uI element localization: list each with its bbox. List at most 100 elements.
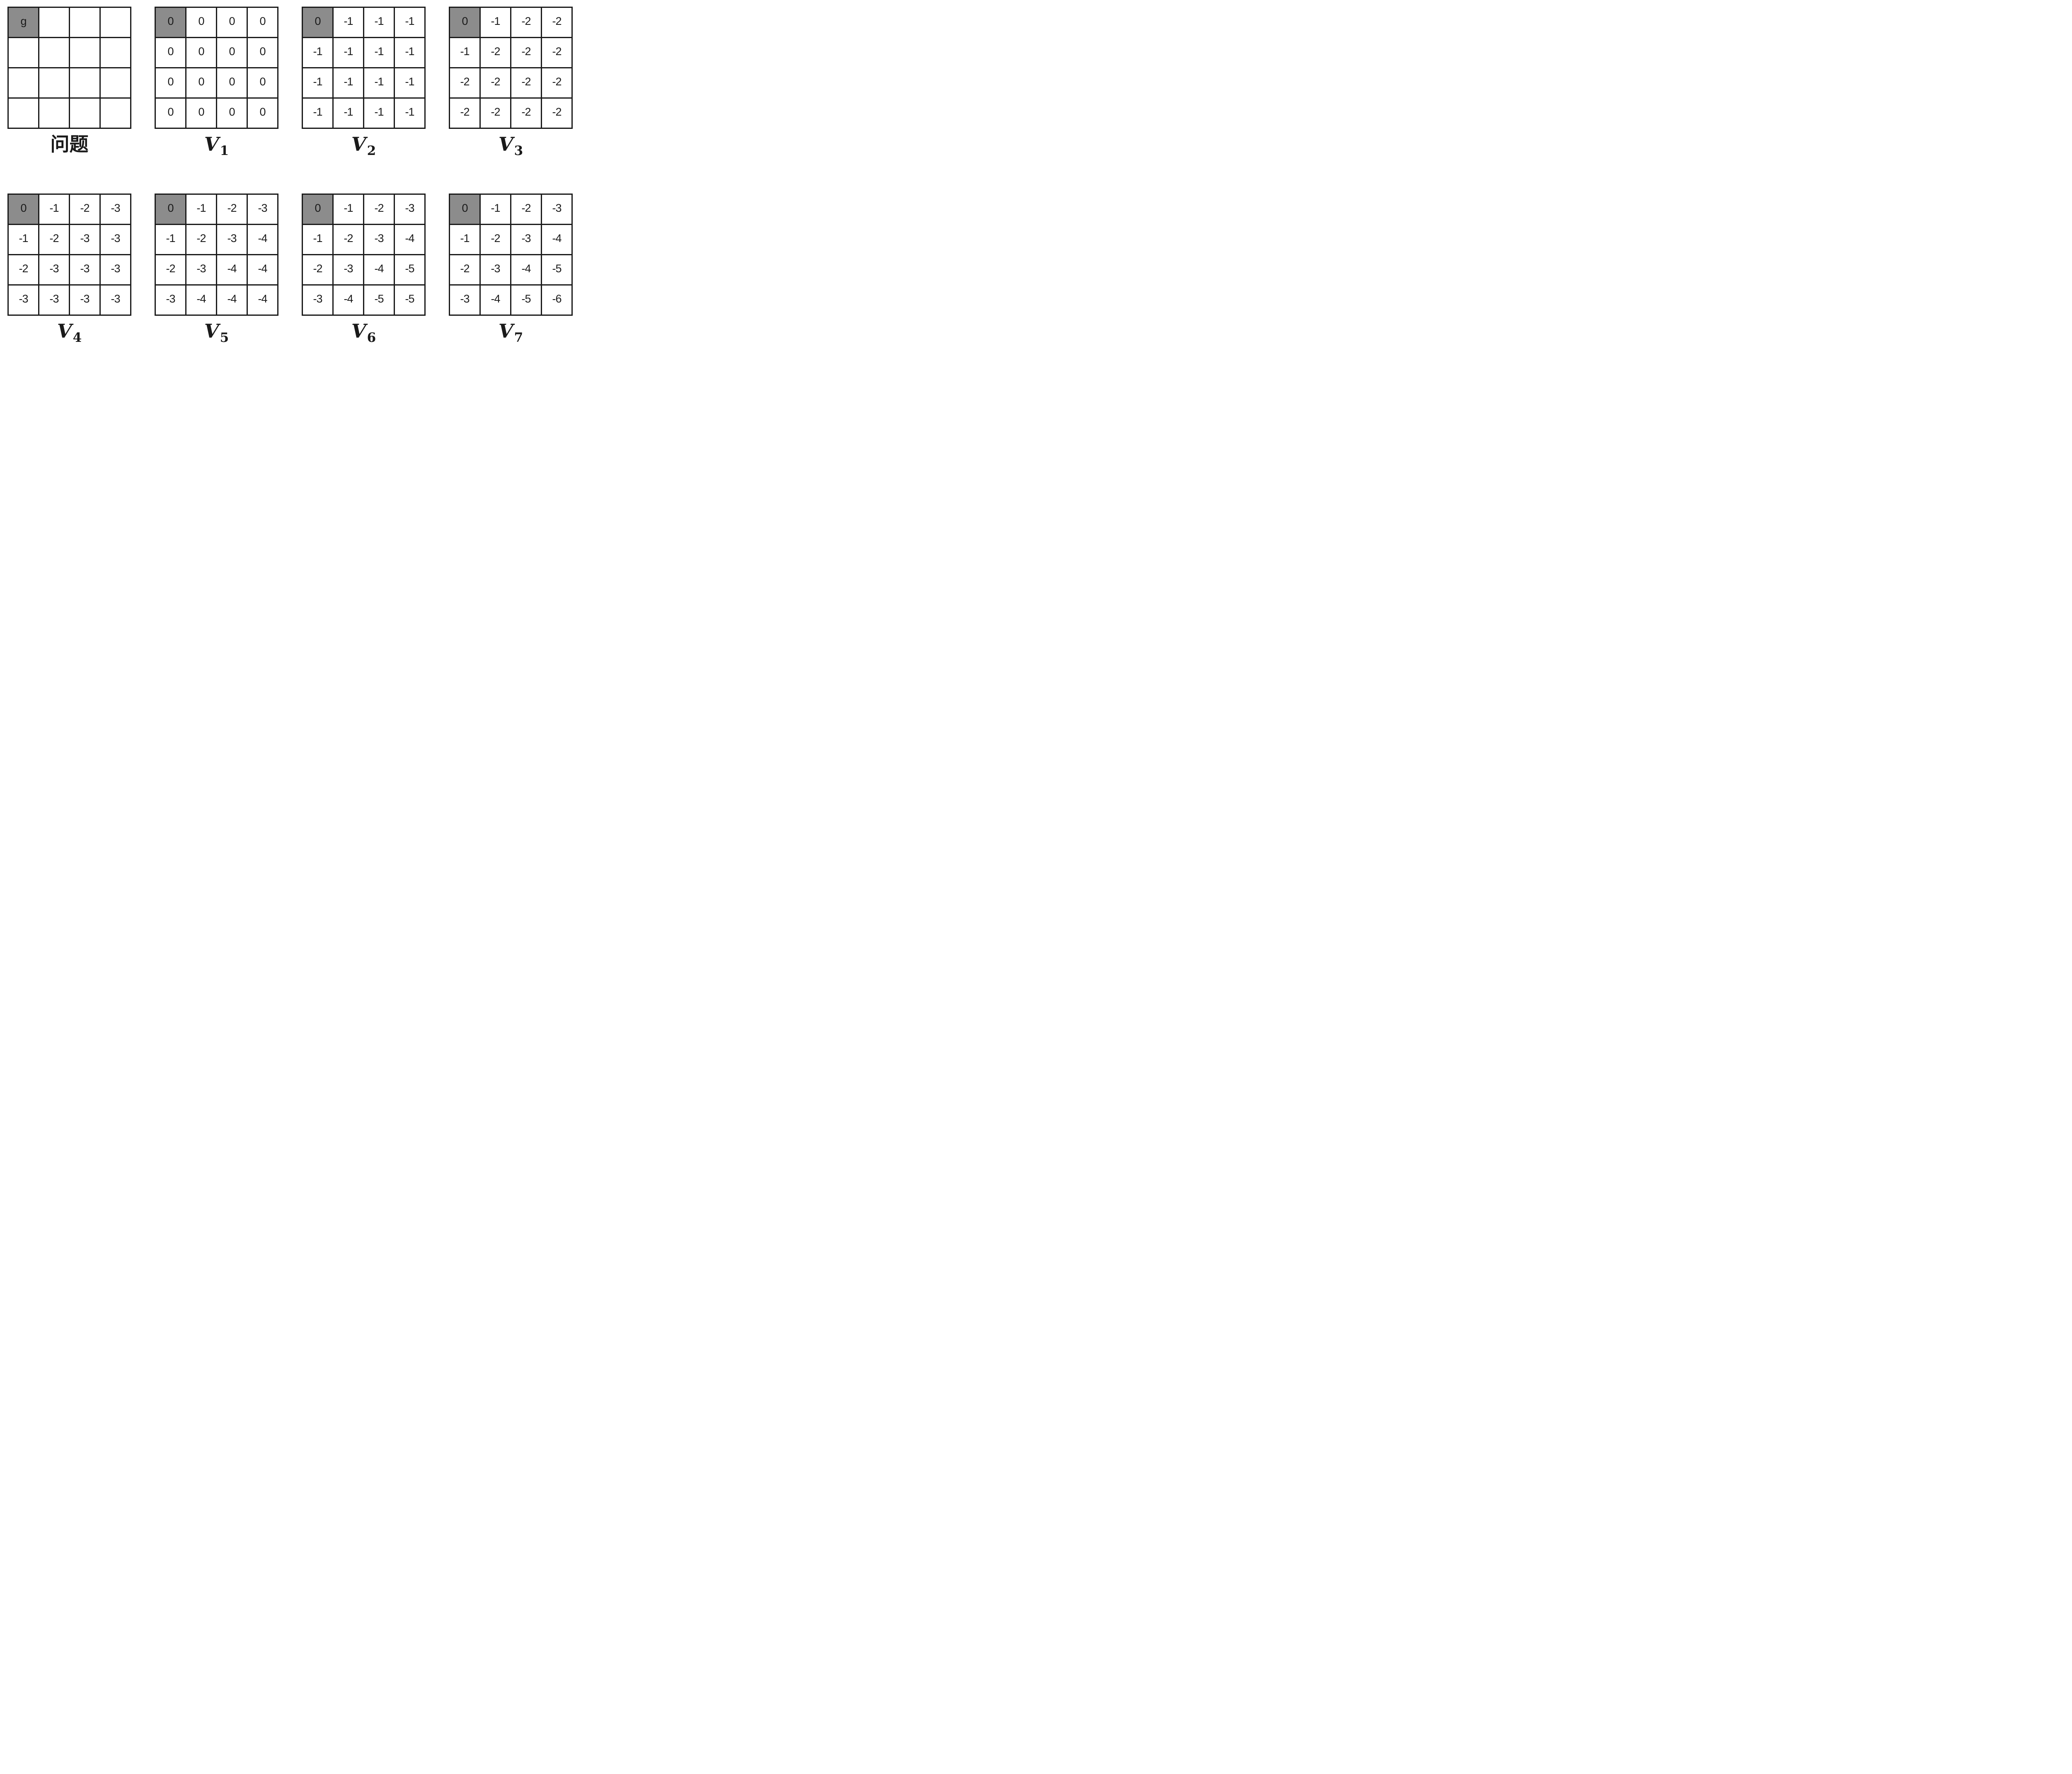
grid-cell: -5 [394,254,426,286]
grid-cell: -6 [541,284,573,316]
grid-cell: -2 [479,37,511,68]
grid-cell-goal: 0 [449,194,481,225]
grid-cell: -1 [302,37,334,68]
grid-cell: -4 [332,284,364,316]
grid-label-text: V [204,133,219,155]
problem-grid: g [7,7,131,129]
grid-cell: -1 [363,67,395,99]
grid-table-row: -2-3-4-5 [449,254,573,286]
grid-table-row: 0-1-2-3 [155,194,278,225]
grid-cell: -3 [69,224,101,255]
grid-cell [7,37,39,68]
grid-cell: -5 [394,284,426,316]
grid-label-subscript: 2 [367,143,376,158]
grid-cell: -4 [541,224,573,255]
grid-cell [69,97,101,129]
grid-cell: -3 [38,254,70,286]
grid-table-row: -3-4-5-6 [449,284,573,316]
grid-label-v6: V6 [351,320,376,345]
figure-v2: 0-1-1-1-1-1-1-1-1-1-1-1-1-1-1-1 V2 [302,7,426,158]
grid-cell: -2 [185,224,217,255]
grid-table-row: -1-2-3-3 [7,224,131,255]
grid-cell: 0 [185,67,217,99]
grid-cell: -3 [363,224,395,255]
grid-cell: -2 [38,224,70,255]
grid-cell [38,97,70,129]
grid-cell: -4 [185,284,217,316]
grid-cell: -3 [541,194,573,225]
value-grid-v3: 0-1-2-2-1-2-2-2-2-2-2-2-2-2-2-2 [449,7,573,129]
grid-cell: 0 [247,7,278,38]
grid-table-row: -1-1-1-1 [302,97,426,129]
grid-cell: -1 [7,224,39,255]
grid-cell: 0 [216,7,248,38]
grid-cell [69,37,101,68]
grid-label-subscript: 6 [367,330,376,345]
grid-table-row: -3-3-3-3 [7,284,131,316]
grid-cell [99,97,131,129]
grid-table-row: -2-2-2-2 [449,67,573,99]
grid-cell: -3 [38,284,70,316]
grid-cell: -1 [394,37,426,68]
figure-v6: 0-1-2-3-1-2-3-4-2-3-4-5-3-4-5-5 V6 [302,194,426,345]
grid-cell: 0 [216,97,248,129]
grid-label-problem: 问题 [51,135,89,154]
grid-cell: 0 [216,67,248,99]
grid-cell: -1 [479,194,511,225]
grid-label-subscript: 1 [220,143,229,158]
grid-cell: -3 [69,254,101,286]
grid-cell: -5 [541,254,573,286]
grid-table-row: -2-3-4-5 [302,254,426,286]
grid-cell: -1 [332,194,364,225]
grid-label-v2: V2 [351,133,376,158]
grid-cell: -3 [99,224,131,255]
grid-cell [38,37,70,68]
grid-table-row: -3-4-4-4 [155,284,278,316]
grid-cell: -2 [302,254,334,286]
grid-cell: -4 [247,224,278,255]
grid-cell [99,67,131,99]
grid-cell-goal: 0 [302,194,334,225]
grid-label-text: V [351,133,366,155]
grid-table-row [7,37,131,68]
grid-cell: -1 [302,224,334,255]
grid-label-subscript: 5 [220,330,229,345]
grid-cell: 0 [216,37,248,68]
grid-table-row: -1-2-3-4 [449,224,573,255]
grid-label-text: V [498,320,513,342]
grid-cell: -2 [510,37,542,68]
grid-cell: -3 [449,284,481,316]
grid-table-row: 0-1-2-3 [7,194,131,225]
grid-cell: -1 [302,67,334,99]
grid-label-text: V [351,320,366,342]
figure-v7: 0-1-2-3-1-2-3-4-2-3-4-5-3-4-5-6 V7 [449,194,573,344]
grid-cell: 0 [185,37,217,68]
grid-cell: -5 [510,284,542,316]
grid-cell: -3 [99,194,131,225]
grid-cell-goal: 0 [302,7,334,38]
grid-label-v1: V1 [204,133,229,158]
grid-table-row: 0-1-2-3 [302,194,426,225]
grid-table-row: -2-3-3-3 [7,254,131,286]
grid-cell: -4 [479,284,511,316]
grid-cell: -2 [7,254,39,286]
grid-table-row: -2-3-4-4 [155,254,278,286]
grid-cell: -2 [510,7,542,38]
grid-cell: -1 [394,97,426,129]
grid-cell: -1 [38,194,70,225]
grid-cell [99,7,131,38]
grid-cell: -1 [363,97,395,129]
grid-cell-goal: 0 [7,194,39,225]
figure-v5: 0-1-2-3-1-2-3-4-2-3-4-4-3-4-4-4 V5 [155,194,278,345]
value-grid-v5: 0-1-2-3-1-2-3-4-2-3-4-4-3-4-4-4 [155,194,278,316]
grid-row-bottom: 0-1-2-3-1-2-3-3-2-3-3-3-3-3-3-3 V4 0-1-2… [7,194,589,345]
grid-cell: -4 [216,254,248,286]
grid-table-row: 0-1-1-1 [302,7,426,38]
